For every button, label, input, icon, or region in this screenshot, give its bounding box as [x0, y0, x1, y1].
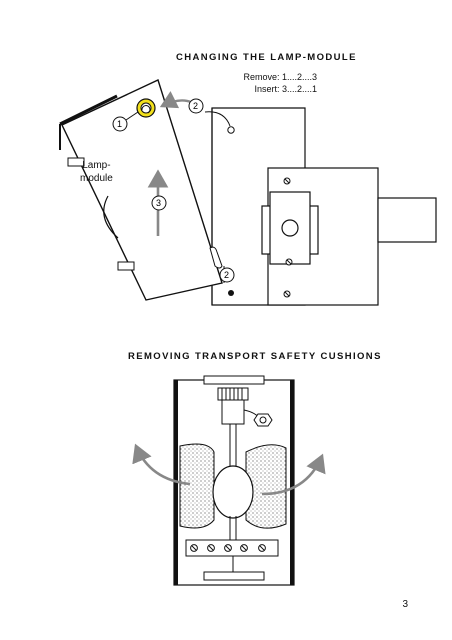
callout-2-bottom: 2: [219, 267, 235, 283]
lamp-label-line1: Lamp-: [82, 160, 111, 171]
projector-housing: [211, 107, 437, 306]
callout-1-label: 1: [117, 119, 122, 129]
remove-sequence: Remove: 1....2....3: [243, 72, 317, 82]
callout-3: 3: [151, 195, 167, 211]
callout-2-top: 2: [188, 98, 204, 114]
section-title-cushions: REMOVING TRANSPORT SAFETY CUSHIONS: [128, 351, 382, 362]
page-number: 3: [402, 599, 408, 610]
lamp-label-line2: module: [80, 173, 113, 184]
insert-sequence: Insert: 3....2....1: [254, 84, 317, 94]
procedure-legend: Remove: 1....2....3 Insert: 3....2....1: [243, 71, 317, 95]
cushions-diagram: [132, 375, 326, 586]
section-title-lamp-module: CHANGING THE LAMP-MODULE: [176, 52, 357, 63]
lamp-module: [59, 79, 223, 301]
release-knob: [136, 98, 156, 118]
callout-1: 1: [112, 111, 139, 132]
callout-3-label: 3: [156, 198, 161, 208]
callout-2-top-label: 2: [193, 101, 198, 111]
callout-2-bottom-label: 2: [224, 270, 229, 280]
lamp-module-label: Lamp- module: [80, 159, 113, 185]
